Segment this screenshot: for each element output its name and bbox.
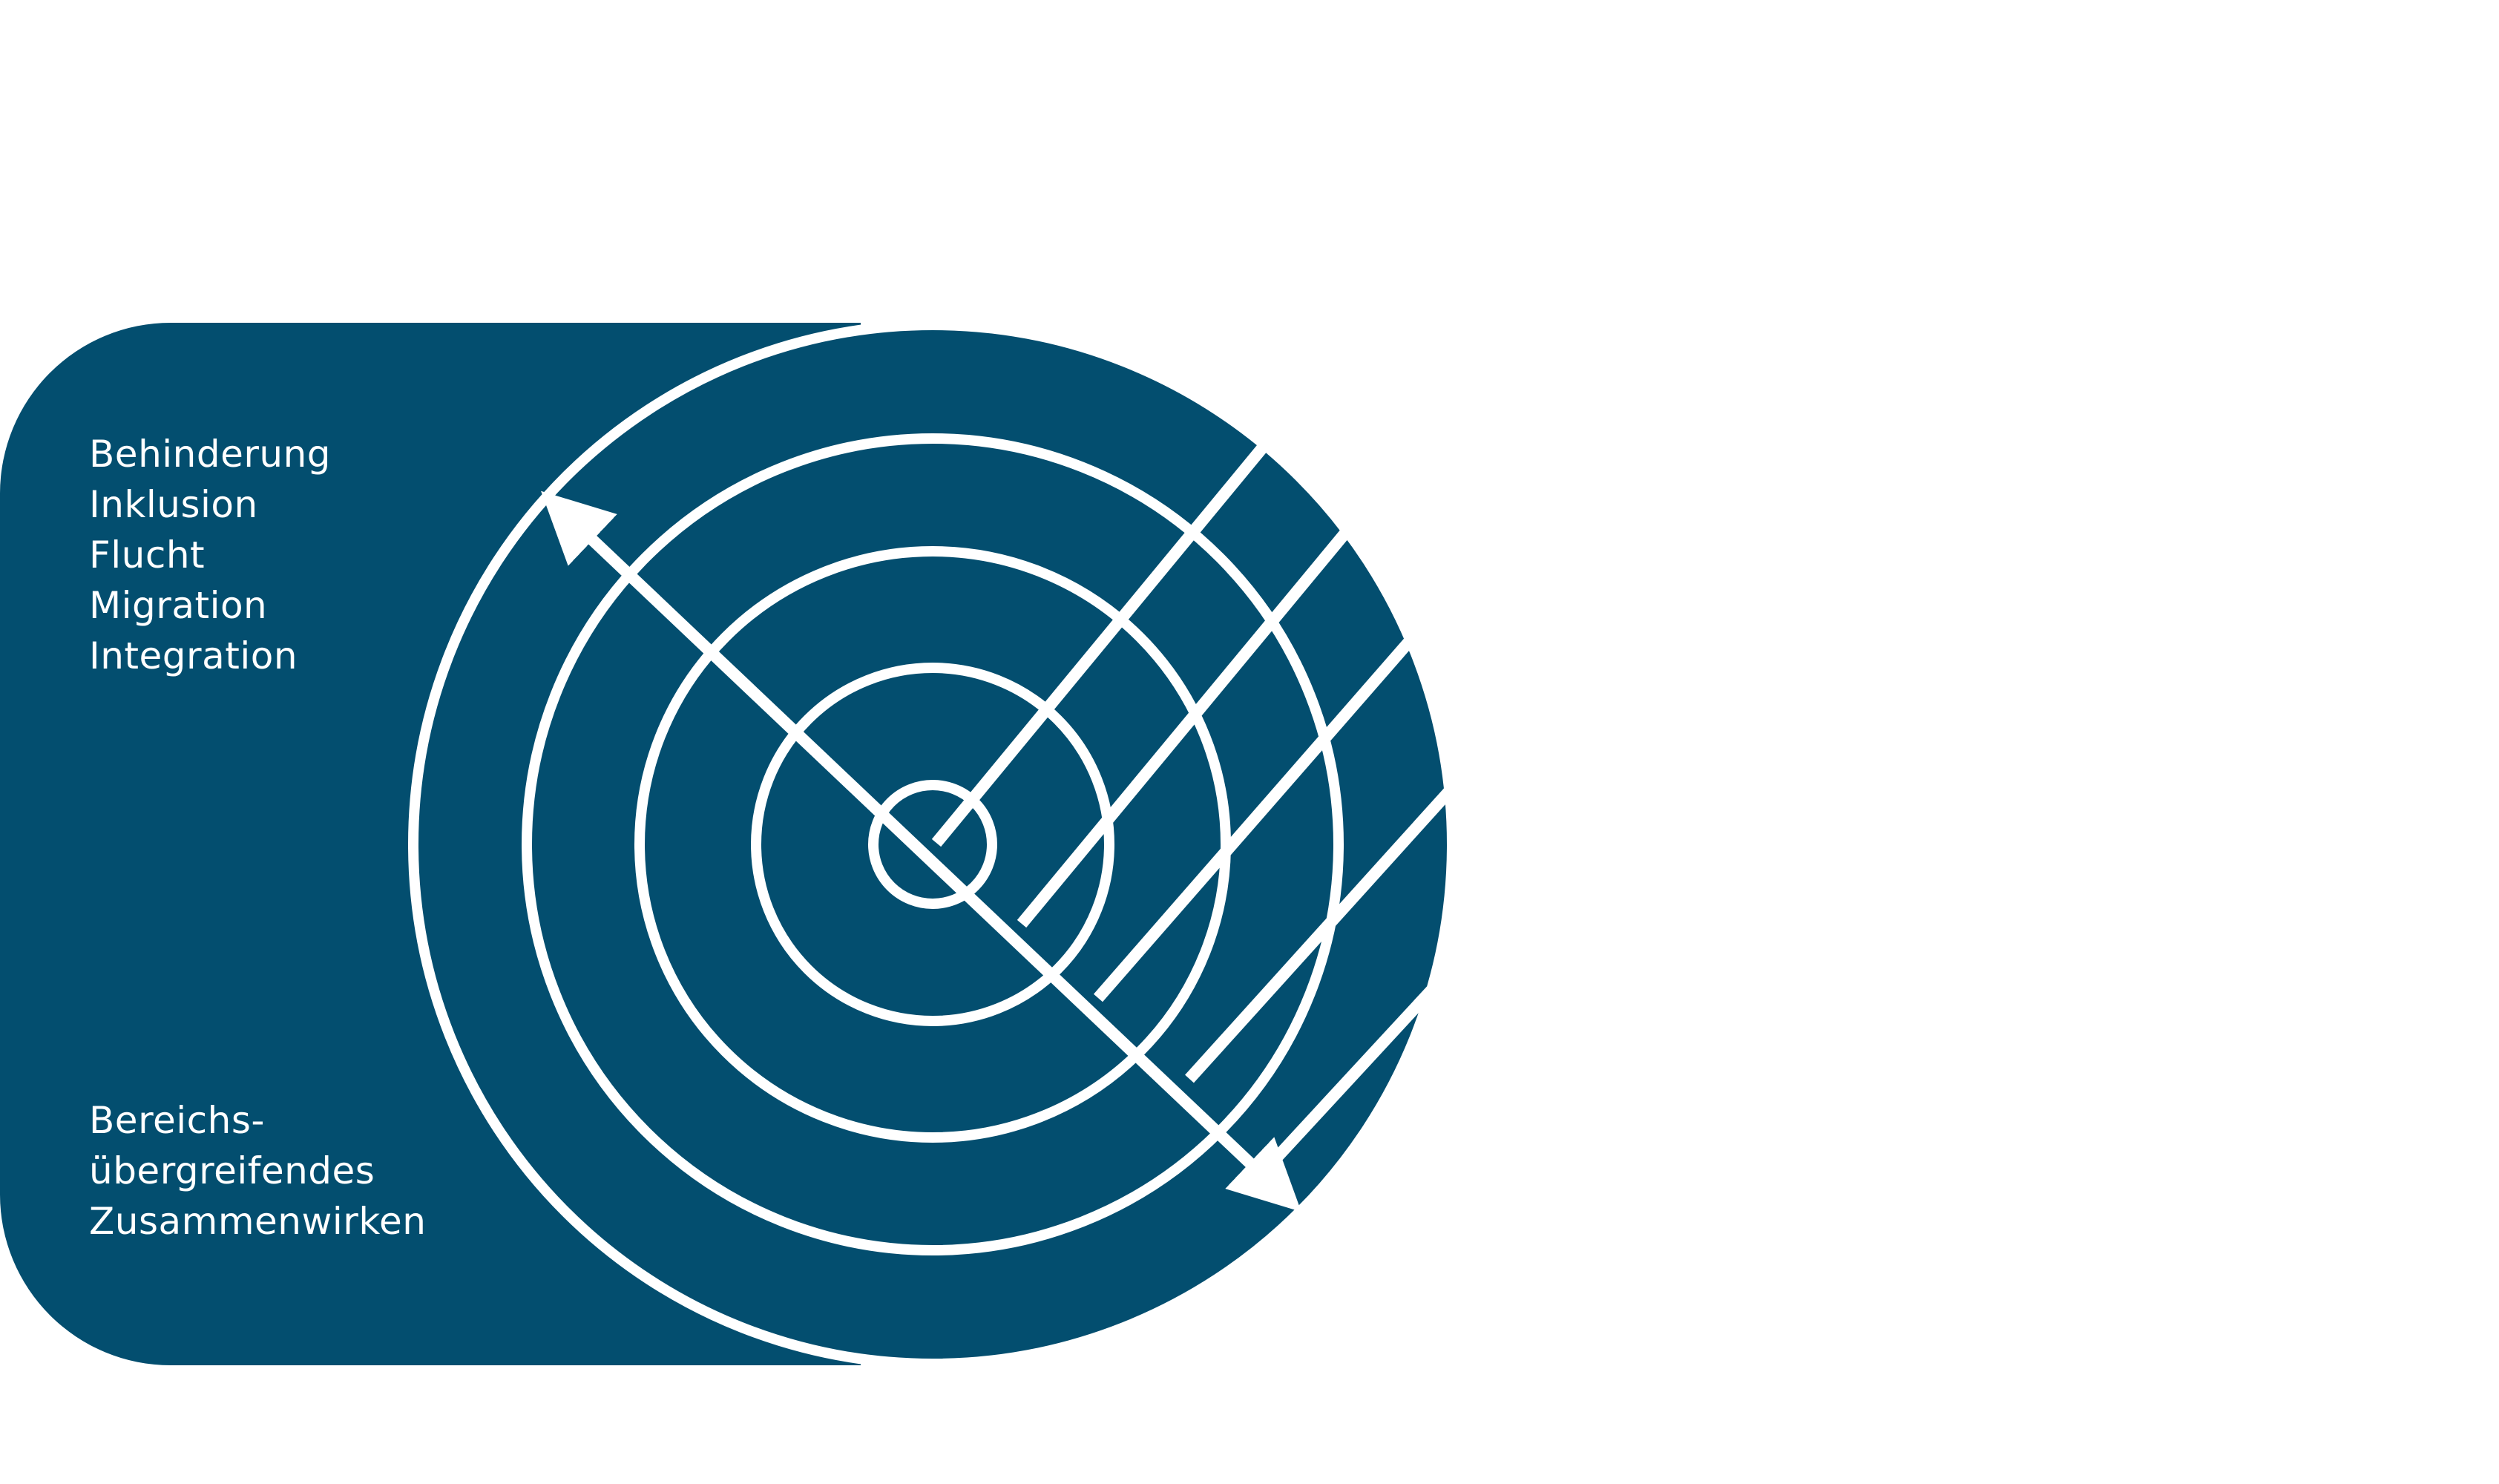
topics-list: Behinderung Inklusion Flucht Migration I… — [89, 429, 331, 681]
topic-integration: Integration — [89, 634, 298, 677]
cooperation-line-2: übergreifendes — [89, 1149, 375, 1192]
ring-2 — [522, 433, 1344, 1255]
parallel-line-5 — [1270, 979, 1442, 1164]
cooperation-line-3: Zusammenwirken — [89, 1200, 427, 1243]
double-arrow — [541, 490, 1301, 1212]
cooperation-line-1: Bereichs- — [89, 1099, 265, 1142]
outer-circle-fill — [413, 325, 1452, 1364]
topic-flucht: Flucht — [89, 533, 206, 577]
topic-inklusion: Inklusion — [89, 483, 258, 526]
ring-1 — [408, 320, 1457, 1369]
topic-migration: Migration — [89, 584, 268, 627]
cooperation-label: Bereichs- übergreifendes Zusammenwirken — [89, 1095, 426, 1247]
topic-behinderung: Behinderung — [89, 433, 332, 476]
